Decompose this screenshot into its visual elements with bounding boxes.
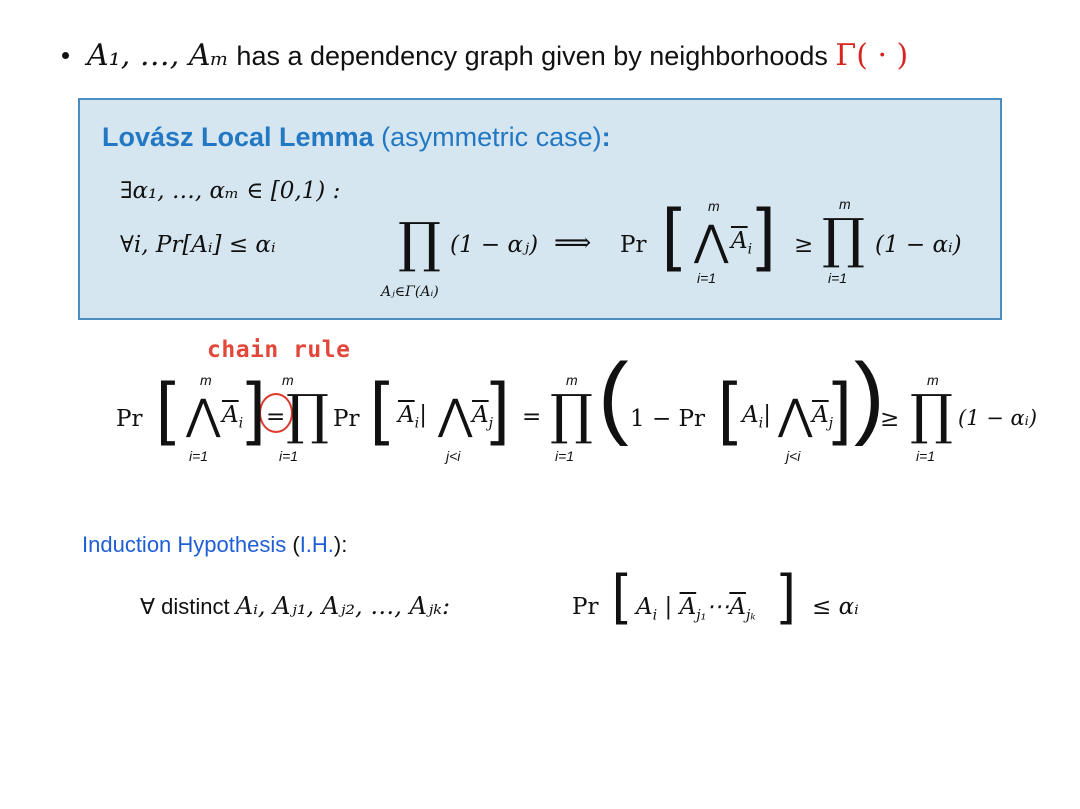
bullet-dot <box>62 52 69 60</box>
conclusion-factor: (1 − αᵢ) <box>875 232 962 258</box>
chain-event-3: Aj <box>472 402 494 432</box>
conclusion-upper-limit: m <box>708 198 720 214</box>
condition-prefix: ∀i, Pr[Aᵢ] ≤ αᵢ <box>120 232 276 258</box>
gamma-neighborhood: Γ( · ) <box>835 38 909 73</box>
induction-hypothesis-formula: ∀ distinct Aᵢ, Aⱼ₁, Aⱼ₂, …, Aⱼₖ: <box>140 592 450 620</box>
chain-one-minus-pr: 1 − Pr <box>630 406 705 432</box>
chain-product-2: ∏ <box>550 383 593 446</box>
chain-factor: (1 − αᵢ) <box>958 406 1038 430</box>
chain-prod-upper-2: m <box>566 372 578 388</box>
ih-abbr: I.H. <box>299 532 334 557</box>
ih-bracket-right: ] <box>780 562 796 625</box>
chain-bracket-2-right: ] <box>490 368 510 446</box>
events-list: A₁, …, Aₘ <box>87 38 229 73</box>
lemma-condition-forall: ∀i, Pr[Aᵢ] ≤ αᵢ <box>120 232 276 258</box>
chain-bracket-3-right-inner: ] <box>832 368 852 446</box>
conclusion-product-symbol: ∏ <box>822 207 865 270</box>
chain-prod-lower-3: i=1 <box>916 448 936 464</box>
implies-arrow: ⟹ <box>554 228 592 258</box>
chain-wedge-1: ⋀ <box>186 390 221 439</box>
chain-event-2: Ai| <box>398 402 427 432</box>
chain-wedge-3: ⋀ <box>778 390 813 439</box>
conclusion-event: Ai <box>731 228 753 258</box>
conclusion-lower-limit: i=1 <box>697 270 717 286</box>
conclusion-geq: ≥ <box>794 232 814 258</box>
condition-product-subscript: Aⱼ∈Γ(Aᵢ) <box>381 284 439 300</box>
chain-event-5: Aj <box>812 402 834 432</box>
chain-prod-lower-1: i=1 <box>279 448 299 464</box>
ih-conditional: Ai | Aj₁⋯Ajₖ <box>636 594 756 624</box>
chain-wedge-2: ⋀ <box>438 390 473 439</box>
ih-colon: : <box>341 532 348 557</box>
conclusion-wedge: ⋀ <box>694 216 729 265</box>
conclusion-prod-upper: m <box>839 196 851 212</box>
chain-pr-2: Pr <box>333 406 360 432</box>
lemma-case: (asymmetric case) <box>381 122 602 152</box>
chain-bracket-1-right: ] <box>246 368 266 446</box>
lemma-title: Lovász Local Lemma (asymmetric case): <box>102 122 611 153</box>
chain-bracket-2-left: [ <box>370 368 390 446</box>
lemma-condition-exists: ∃α₁, …, αₘ ∈ [0,1) : <box>120 178 341 204</box>
conclusion-prod-lower: i=1 <box>828 270 848 286</box>
chain-product-3: ∏ <box>910 383 953 446</box>
chain-product-1: ∏ <box>286 383 329 446</box>
chain-paren-left: ( <box>598 345 629 447</box>
induction-hypothesis-label: Induction Hypothesis (I.H.): <box>82 532 347 558</box>
ih-title: Induction Hypothesis <box>82 532 287 557</box>
chain-event-4: Ai| <box>742 402 771 432</box>
condition-product-symbol: ∏ <box>398 211 441 274</box>
chain-rule-circle <box>259 393 293 433</box>
ih-paren-open: ( <box>292 532 300 557</box>
chain-eq-2: = <box>522 404 542 430</box>
chain-pr-1: Pr <box>116 406 143 432</box>
ih-paren-close: ) <box>333 532 342 557</box>
chain-upper-1: m <box>200 372 212 388</box>
lemma-colon: : <box>601 122 611 152</box>
lemma-box: Lovász Local Lemma (asymmetric case): ∃α… <box>78 98 1002 320</box>
condition-factor: (1 − αⱼ) <box>450 232 539 258</box>
ih-pr: Pr <box>572 594 599 620</box>
lemma-name: Lovász Local Lemma <box>102 122 374 152</box>
chain-prod-upper-3: m <box>927 372 939 388</box>
chain-bracket-3-left: [ <box>718 368 738 446</box>
chain-cond-sub-2: j<i <box>786 448 801 464</box>
chain-bracket-1-left: [ <box>156 368 176 446</box>
chain-eq-1: = <box>266 404 286 430</box>
bullet-statement: A₁, …, Aₘ has a dependency graph given b… <box>62 38 908 73</box>
ih-bound: ≤ αᵢ <box>812 594 859 620</box>
chain-lower-1: i=1 <box>189 448 209 464</box>
conclusion-pr: Pr <box>620 232 647 258</box>
bullet-text: has a dependency graph given by neighbor… <box>236 41 828 71</box>
chain-event-1: Ai <box>222 402 244 432</box>
conclusion-right-bracket: ] <box>756 194 776 272</box>
chain-geq: ≥ <box>880 406 900 432</box>
ih-events: Aᵢ, Aⱼ₁, Aⱼ₂, …, Aⱼₖ: <box>235 592 451 620</box>
chain-prod-lower-2: i=1 <box>555 448 575 464</box>
ih-bracket-left: [ <box>612 562 628 625</box>
ih-forall: ∀ distinct <box>140 594 230 619</box>
chain-cond-sub-1: j<i <box>446 448 461 464</box>
chain-paren-right: ) <box>854 345 885 447</box>
chain-prod-upper-1: m <box>282 372 294 388</box>
conclusion-left-bracket: [ <box>662 194 682 272</box>
chain-rule-annotation: chain rule <box>207 337 351 363</box>
